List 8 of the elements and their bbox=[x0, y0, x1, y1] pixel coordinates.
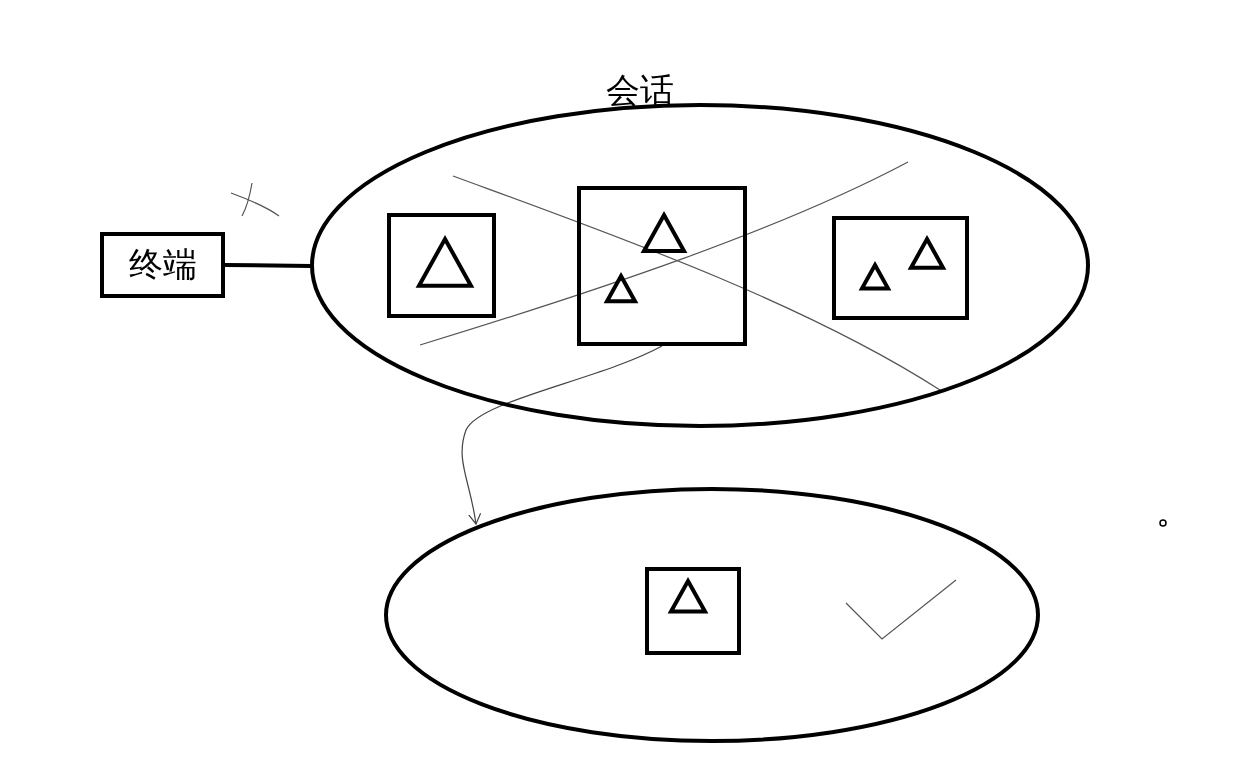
box bbox=[577, 186, 747, 346]
label-box: 终端 bbox=[100, 232, 225, 298]
box bbox=[645, 567, 741, 655]
connector-line bbox=[224, 263, 312, 268]
curved-arrow bbox=[461, 345, 663, 525]
heading-text: 会话 bbox=[606, 70, 674, 110]
box bbox=[832, 216, 969, 320]
box bbox=[387, 213, 496, 318]
